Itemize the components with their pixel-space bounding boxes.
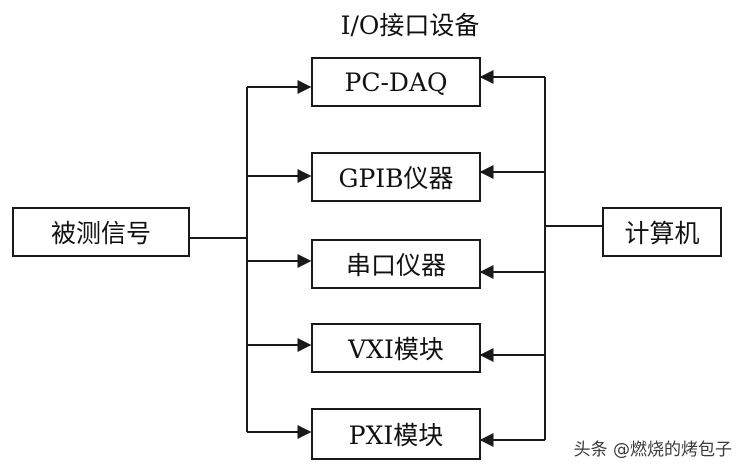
device-label-gpib: GPIB仪器 [338,164,454,193]
diagram-title: I/O接口设备 [340,11,480,40]
device-label-serial: 串口仪器 [345,251,446,280]
device-box-pxi: PXI模块 [311,408,481,460]
device-box-serial: 串口仪器 [311,239,481,289]
source-node-label: 被测信号 [50,219,151,248]
device-label-pc-daq: PC-DAQ [344,67,448,97]
device-label-pxi: PXI模块 [348,421,444,450]
watermark-text: 头条 @燃烧的烤包子 [573,440,732,460]
target-node-box: 计算机 [602,207,722,257]
device-box-gpib: GPIB仪器 [311,152,481,202]
source-node-box: 被测信号 [12,207,190,257]
device-box-pc-daq: PC-DAQ [311,57,481,107]
target-node-label: 计算机 [624,219,700,248]
device-label-vxi: VXI模块 [348,335,444,364]
device-box-vxi: VXI模块 [311,323,481,373]
